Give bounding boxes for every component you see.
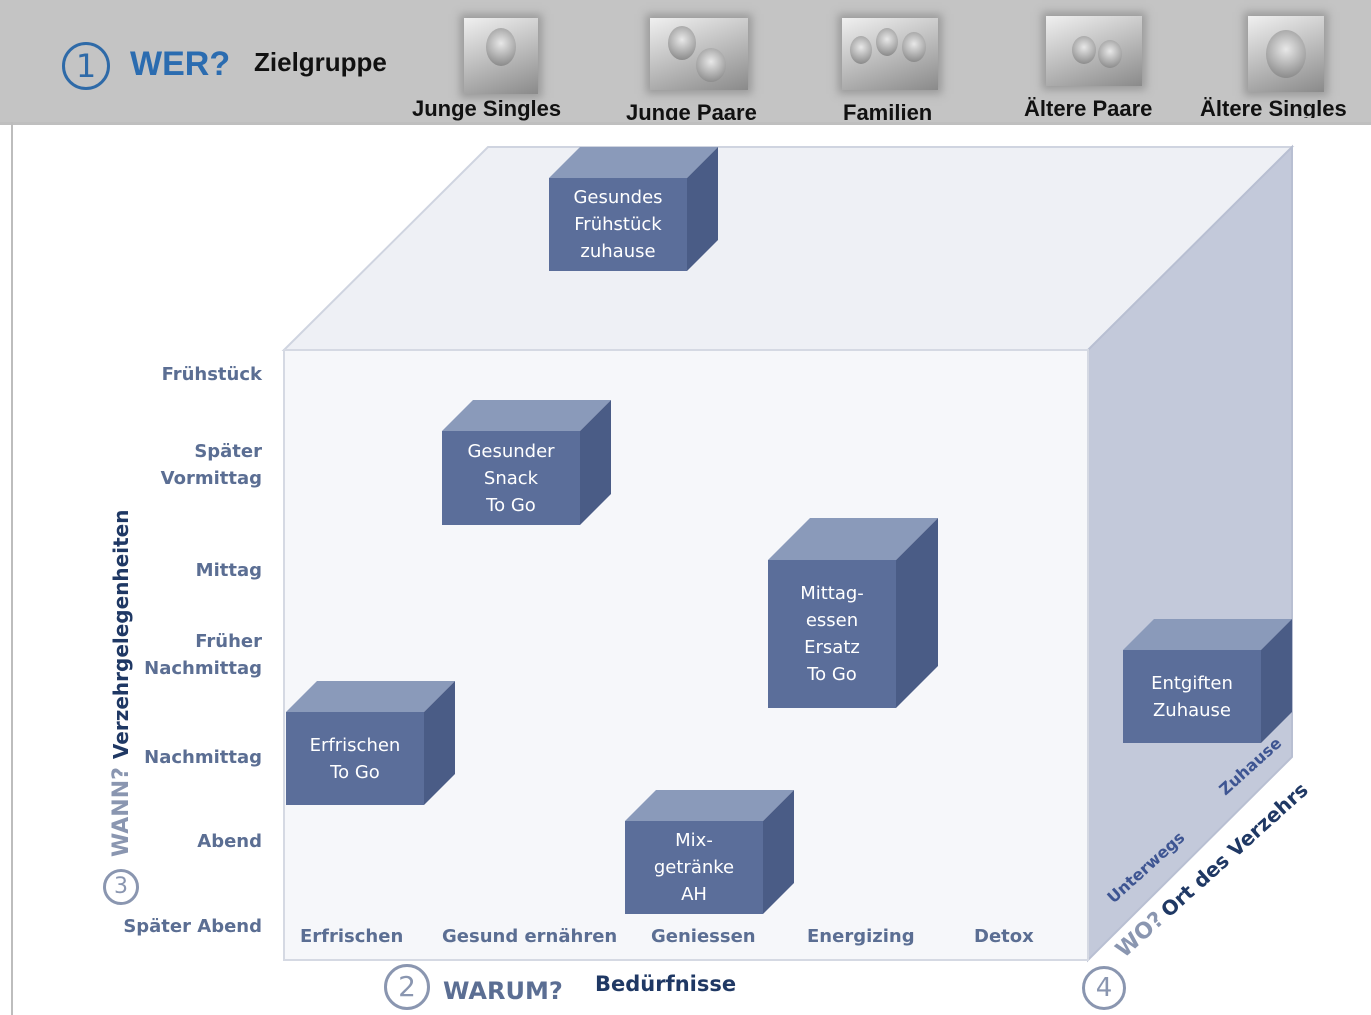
box-mittagessen-ersatz: [768, 518, 938, 708]
time-label-nachmittag: Nachmittag: [144, 747, 262, 768]
wann-title: WANN?: [108, 767, 134, 857]
time-label-fruehstueck: Frühstück: [161, 364, 262, 385]
step-2-number: 2: [398, 970, 416, 1003]
step-4-circle: 4: [1082, 966, 1126, 1010]
face-shape: [1098, 40, 1122, 68]
step-4-number: 4: [1095, 973, 1113, 1003]
box-entgiften-zuhause: [1123, 619, 1292, 743]
young-single-photo: [464, 18, 538, 94]
time-label-frueher-nachmittag: Früher Nachmittag: [144, 631, 262, 679]
header-divider: [0, 122, 1371, 125]
zielgruppe-subtitle: Zielgruppe: [254, 47, 387, 77]
warum-title: WARUM?: [443, 977, 563, 1005]
need-label-geniessen: Geniessen: [651, 926, 756, 947]
time-label-spaeter-abend: Später Abend: [123, 916, 262, 937]
face-shape: [1072, 36, 1096, 64]
face-shape: [850, 36, 872, 64]
step-1-number: 1: [75, 47, 97, 85]
face-shape: [902, 32, 926, 62]
box-gesundes-fruehstueck: [549, 147, 718, 271]
box-label-erfrischen-to-go: Erfrischen To Go: [309, 734, 401, 783]
wer-title: WER?: [130, 45, 231, 83]
time-label-spaeter-vormittag: Später Vormittag: [160, 441, 262, 489]
face-shape: [1266, 30, 1306, 78]
need-label-detox: Detox: [974, 926, 1034, 947]
face-shape: [486, 28, 516, 66]
need-label-energizing: Energizing: [807, 926, 915, 947]
time-label-mittag: Mittag: [195, 560, 262, 581]
box-label-gesunder-snack: Gesunder Snack To Go: [467, 440, 555, 516]
box-erfrischen-to-go: [286, 681, 455, 805]
older-single-photo: [1248, 16, 1324, 92]
group-label-aeltere-singles: Ältere Singles: [1200, 96, 1347, 118]
wann-rotated-group: 3 WANN? Verzehrgelegenheiten: [101, 435, 141, 905]
need-label-erfrischen: Erfrischen: [300, 926, 404, 947]
group-label-junge-paare: Junge Paare: [626, 100, 757, 120]
face-shape: [876, 28, 898, 56]
box-gesunder-snack: [442, 400, 611, 525]
box-label-mixgetraenke: Mix- getränke AH: [653, 830, 735, 905]
group-label-aeltere-paare: Ältere Paare: [1024, 96, 1153, 121]
time-label-abend: Abend: [197, 831, 262, 852]
step-3-circle: 3: [103, 869, 139, 905]
warum-subtitle: Bedürfnisse: [595, 972, 737, 996]
face-shape: [668, 26, 696, 60]
face-shape: [696, 48, 726, 82]
young-couple-photo: [650, 18, 748, 90]
box-label-gesundes-fruehstueck: Gesundes Frühstück zuhause: [573, 187, 663, 262]
group-label-familien: Familien: [843, 100, 933, 120]
need-label-gesund-ernaehren: Gesund ernähren: [442, 926, 618, 947]
wann-subtitle: Verzehrgelegenheiten: [109, 509, 133, 760]
box-label-entgiften-zuhause: Entgiften Zuhause: [1151, 672, 1233, 721]
box-label-mittagessen-ersatz: Mittag- essen Ersatz To Go: [800, 583, 864, 685]
older-couple-photo: [1046, 16, 1142, 86]
family-photo: [842, 18, 938, 90]
step-1-circle: 1: [62, 42, 110, 90]
step-2-circle: 2: [384, 964, 430, 1010]
group-label-junge-singles: Junge Singles: [412, 96, 562, 121]
step-3-number: 3: [114, 874, 128, 899]
left-border-line: [11, 122, 13, 1015]
box-mixgetraenke: [625, 790, 794, 914]
